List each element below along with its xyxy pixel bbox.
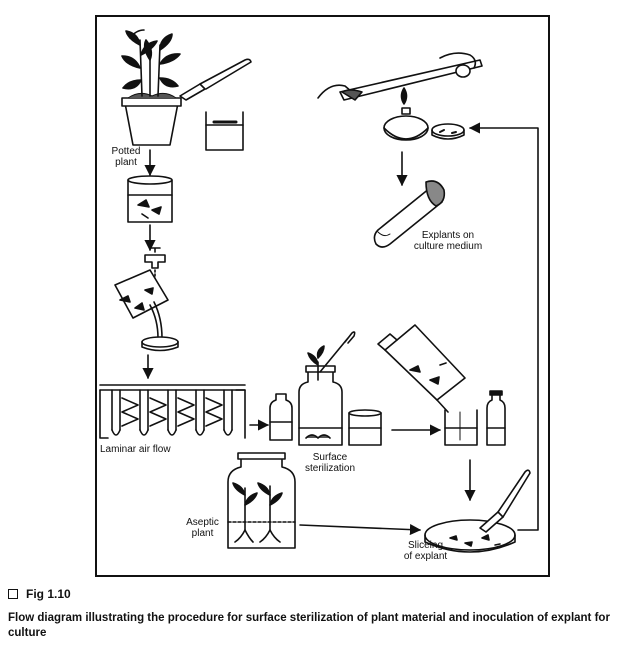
laminar-air-flow-illustration <box>100 385 245 438</box>
label-sliceing-of-explant: Sliceing of explant <box>403 540 448 562</box>
label-explants-on-culture-medium: Explants on culture medium <box>413 230 483 252</box>
water-beaker-illustration <box>349 410 381 445</box>
scalpel-icon <box>180 59 251 100</box>
beaker-with-explants-illustration <box>128 176 172 222</box>
tap-washing-illustration <box>115 248 178 351</box>
aseptic-plant-jar-illustration <box>228 453 295 548</box>
label-laminar-air-flow: Laminar air flow <box>100 444 171 455</box>
petri-dish-lid-icon <box>432 124 464 139</box>
flow-diagram <box>0 0 624 590</box>
bottle-right-illustration <box>487 391 505 445</box>
figure-caption: Flow diagram illustrating the procedure … <box>8 612 610 639</box>
sterilant-bottle-small-illustration <box>270 394 292 440</box>
figure-number: Fig 1.10 <box>8 587 71 601</box>
label-aseptic-plant: Aseptic plant <box>186 517 219 539</box>
forceps-hand-illustration <box>318 53 482 100</box>
spirit-lamp-icon <box>384 88 428 140</box>
figure-bullet-icon <box>8 589 18 599</box>
beaker-illustration <box>206 112 243 150</box>
culture-tube-illustration <box>374 181 444 247</box>
slicing-scalpel-icon <box>480 470 530 532</box>
sterilization-jar-illustration <box>299 332 355 445</box>
diagram-frame <box>95 15 550 577</box>
slicing-petri-dish-illustration <box>425 520 515 552</box>
potted-plant-illustration <box>122 30 181 145</box>
pouring-bottle-illustration <box>378 325 465 412</box>
receiving-beaker-illustration <box>445 410 477 445</box>
label-potted-plant: Potted plant <box>111 146 141 168</box>
label-surface-sterilization: Surface sterilization <box>304 452 356 474</box>
